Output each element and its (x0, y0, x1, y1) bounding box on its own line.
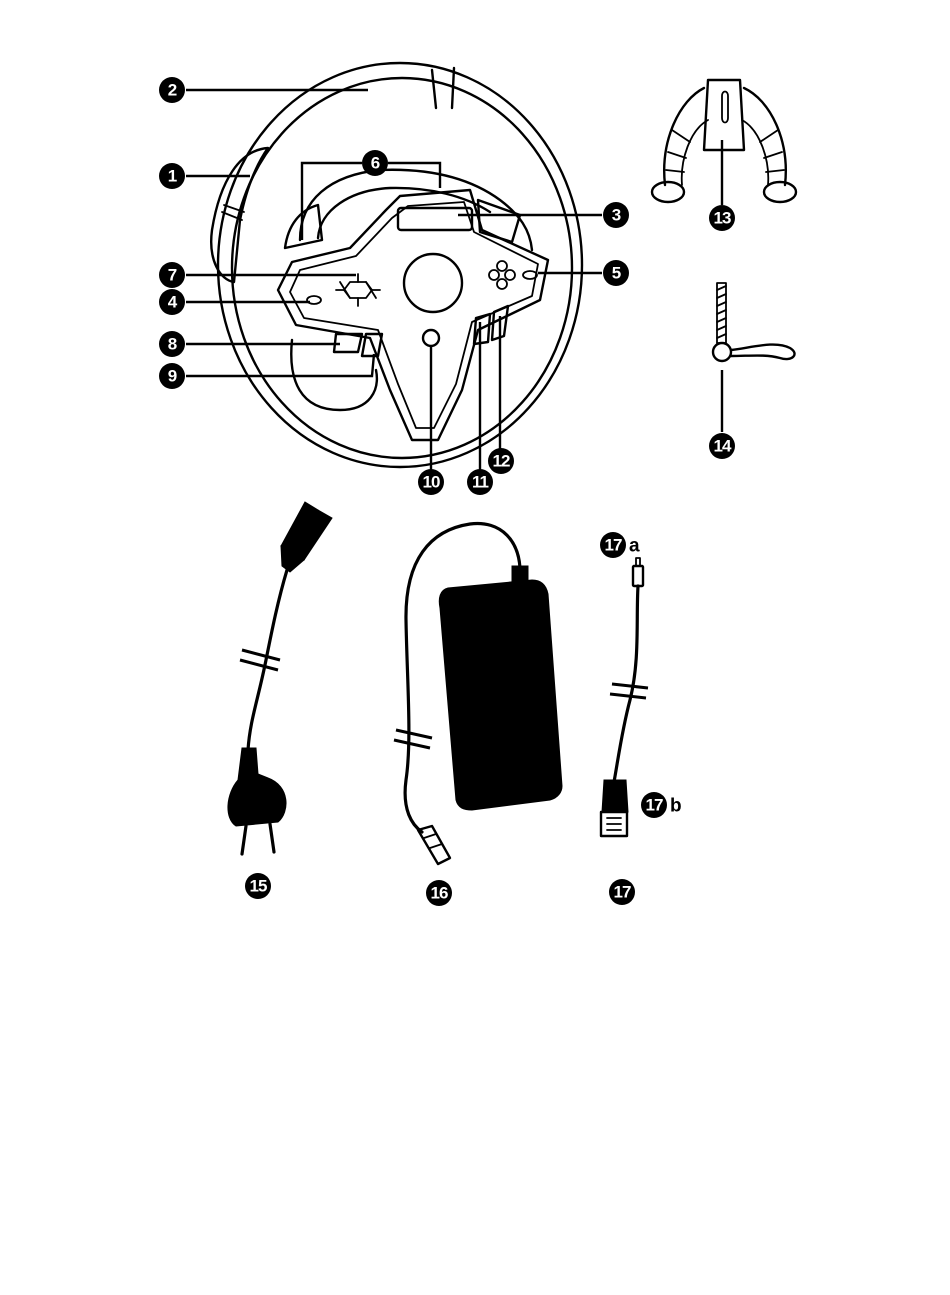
callout-17a-suffix: a (629, 536, 640, 557)
callout-13: 13 (709, 205, 735, 231)
steering-wheel-illustration (211, 63, 582, 467)
callout-17a: 17 a (600, 532, 640, 558)
callout-14: 14 (709, 433, 735, 459)
power-adapter-illustration (394, 523, 562, 864)
callout-17b: 17 b (641, 792, 682, 818)
callout-2-label: 2 (168, 81, 177, 100)
callout-8-label: 8 (168, 335, 177, 354)
screw-bolt-illustration (713, 283, 795, 361)
callout-1-label: 1 (168, 167, 177, 186)
callout-12: 12 (488, 448, 514, 474)
callout-8: 8 (159, 331, 185, 357)
callout-12-label: 12 (493, 452, 510, 471)
clamp-stand-illustration (652, 80, 796, 202)
callout-5-label: 5 (612, 264, 621, 283)
callout-5: 5 (603, 260, 629, 286)
callout-16-label: 16 (431, 884, 448, 903)
callout-17b-suffix: b (670, 796, 682, 817)
callout-10-label: 10 (423, 473, 440, 492)
usb-cable-illustration (601, 558, 648, 836)
callout-11: 11 (467, 469, 493, 495)
callout-6-label: 6 (371, 154, 380, 173)
callout-17: 17 (609, 879, 635, 905)
callout-17a-label: 17 (605, 536, 622, 555)
callout-13-label: 13 (714, 209, 731, 228)
callout-3: 3 (603, 202, 629, 228)
callout-4: 4 (159, 289, 185, 315)
callout-16: 16 (426, 880, 452, 906)
callout-3-label: 3 (612, 206, 621, 225)
callout-11-label: 11 (472, 473, 489, 492)
callout-2: 2 (159, 77, 185, 103)
callout-15: 15 (245, 873, 271, 899)
callout-17b-label: 17 (646, 796, 663, 815)
callout-7: 7 (159, 262, 185, 288)
callout-17-label: 17 (614, 883, 631, 902)
callout-9-label: 9 (168, 367, 177, 386)
callout-1: 1 (159, 163, 185, 189)
callout-15-label: 15 (250, 877, 267, 896)
callout-6: 6 (362, 150, 388, 176)
callout-9: 9 (159, 363, 185, 389)
callout-10: 10 (418, 469, 444, 495)
callout-7-label: 7 (168, 266, 177, 285)
callout-14-label: 14 (714, 437, 732, 456)
power-cord-illustration (228, 502, 332, 854)
